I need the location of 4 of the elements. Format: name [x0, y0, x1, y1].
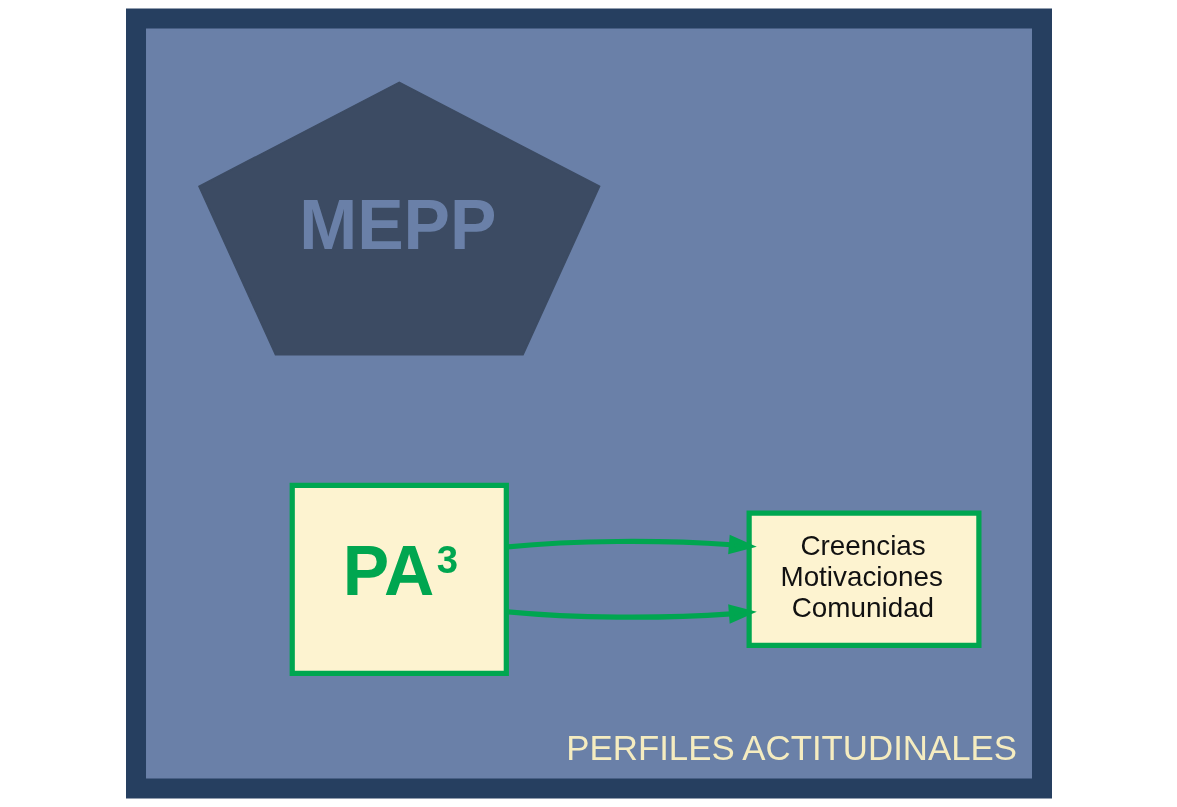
node-box: Creencias Motivaciones Comunidad — [746, 510, 981, 649]
node-box: PA$^{3}$ — [289, 482, 509, 676]
arrow — [506, 604, 757, 624]
arrow — [506, 534, 757, 555]
